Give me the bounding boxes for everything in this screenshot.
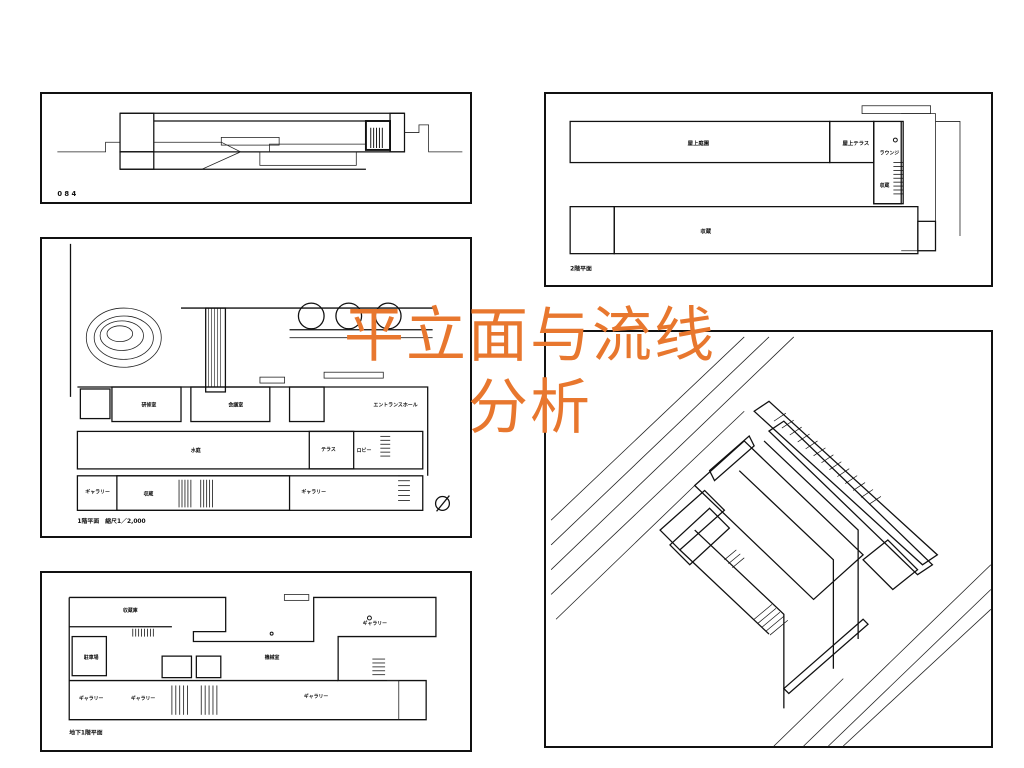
axonometric-drawing (550, 336, 991, 746)
floor2-plan: 屋上庭園 屋上テラス ラウンジ 収蔵 収蔵 2階平面 (569, 105, 961, 272)
room-label: 会議室 (227, 402, 243, 409)
room-label: 収蔵 (144, 491, 154, 498)
room-label: ギャラリー (79, 695, 103, 702)
slide-title-line1: 平立面与流线 (344, 301, 716, 371)
section-drawing-panel: 0 8 4 (40, 92, 472, 204)
slide-title: 平立面与流线 分析 (300, 300, 760, 444)
basement-caption: 地下1階平面 (69, 728, 103, 736)
section-label: 0 8 4 (57, 190, 76, 198)
room-label: 駐車場 (84, 654, 99, 661)
basement-plan-panel: 収蔵庫 ギャラリー 駐車場 機械室 ギャラリー ギャラリー ギャラリー 地下1階… (40, 571, 472, 752)
room-label: ギャラリー (304, 693, 328, 700)
room-label: 研修室 (142, 402, 157, 409)
basement-plan: 収蔵庫 ギャラリー 駐車場 機械室 ギャラリー ギャラリー ギャラリー 地下1階… (68, 594, 437, 736)
room-label: 屋上庭園 (688, 139, 710, 147)
axonometric-panel (544, 330, 993, 748)
floor2-plan-panel: 屋上庭園 屋上テラス ラウンジ 収蔵 収蔵 2階平面 (544, 92, 993, 287)
room-label: エントランスホール (373, 402, 417, 409)
room-label: 機械室 (265, 654, 280, 661)
section-drawing: 0 8 4 (57, 112, 463, 198)
floor1-caption: 1階平面 縮尺1／2,000 (77, 517, 145, 525)
floor1-plan-panel: 研修室 会議室 エントランスホール 水庭 テラス ロビー ギャラリー 収蔵 ギャ… (40, 237, 472, 538)
floor1-plan: 研修室 会議室 エントランスホール 水庭 テラス ロビー ギャラリー 収蔵 ギャ… (69, 243, 451, 525)
room-label: ギャラリー (363, 620, 387, 627)
room-label: テラス (321, 447, 336, 453)
room-label: 収蔵 (880, 182, 890, 189)
room-label: ラウンジ (880, 150, 900, 157)
room-label: 水庭 (191, 447, 201, 454)
room-label: 収蔵 (700, 227, 711, 235)
room-label: ロビー (357, 447, 372, 454)
room-label: ギャラリー (85, 489, 110, 496)
room-label: 屋上テラス (842, 139, 869, 147)
slide-title-line2: 分析 (468, 373, 592, 443)
room-label: ギャラリー (131, 695, 155, 702)
room-label: 収蔵庫 (123, 607, 138, 614)
floor2-caption: 2階平面 (570, 264, 592, 272)
spiral-sculpture (85, 307, 162, 368)
room-label: ギャラリー (301, 489, 326, 496)
